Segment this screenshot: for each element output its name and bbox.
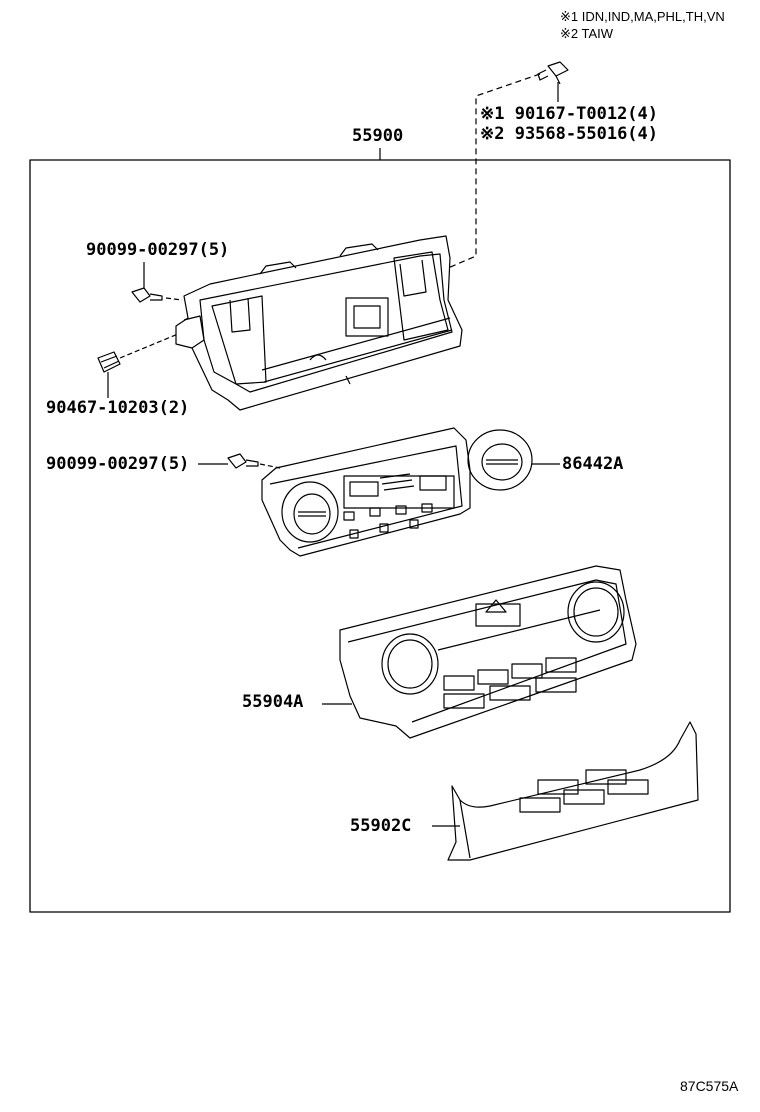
mounting-bracket [175,235,463,411]
label-cover-plate: 55902C [350,816,412,836]
label-mid-screw: 90099-00297(5) [46,454,190,474]
region-note-2: ※2 TAIW [560,26,614,41]
reference-code: 87C575A [680,1078,739,1094]
label-bolt-region-1: ※1 90167-T0012(4) [480,104,659,124]
cover-plate [432,721,699,861]
bolt-dashed-leader [447,73,541,269]
label-bezel-panel: 55904A [242,692,304,712]
control-panel [261,427,560,557]
upper-screw-icon [131,262,183,303]
region-note-1: ※1 IDN,IND,MA,PHL,TH,VN [560,9,725,24]
assembly-frame [29,159,731,913]
label-bolt-region-2: ※2 93568-55016(4) [480,124,659,144]
label-upper-screw: 90099-00297(5) [86,240,230,260]
clip-icon [97,333,179,398]
label-control-panel: 86442A [562,454,624,474]
label-assembly: 55900 [352,126,404,146]
mid-screw-icon [198,453,281,469]
top-bolt-icon [537,61,569,85]
bezel-panel [322,565,637,739]
label-clip: 90467-10203(2) [46,398,190,418]
